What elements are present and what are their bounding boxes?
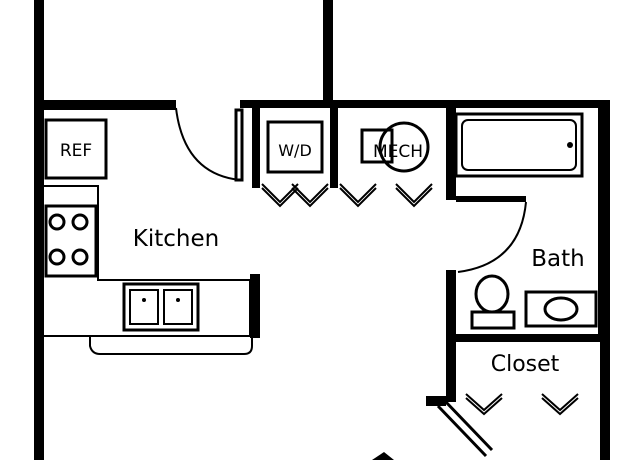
burner-icon (71, 248, 89, 266)
lavatory-sink-icon (543, 296, 579, 322)
wall-mid-horizontal-left (34, 100, 176, 110)
mech-closet: MECH (339, 108, 454, 208)
bathtub (454, 112, 584, 178)
mech-bifold-door (339, 187, 433, 208)
washer-dryer (266, 120, 324, 174)
wall-left-upper (34, 0, 44, 104)
wall-right-lower (600, 340, 610, 460)
bathroom: Bath (446, 108, 606, 346)
double-sink (122, 282, 200, 332)
burner-icon (71, 213, 89, 231)
toilet-tank (470, 310, 516, 330)
closet-bifold-door-inner (465, 393, 579, 412)
drain-icon (142, 298, 146, 302)
closet-bifold-door (465, 397, 579, 416)
bathtub-basin (461, 119, 577, 171)
bath-label: Bath (531, 246, 584, 272)
sink-bowl (163, 289, 193, 325)
mech-label: MECH (373, 142, 423, 162)
washer-dryer-closet: W/D (252, 108, 338, 208)
bath-door-leaf (456, 196, 526, 202)
closet: Closet (372, 340, 579, 460)
wd-wall-right (330, 108, 338, 188)
toilet-bowl-icon (474, 274, 510, 314)
vanity (524, 290, 598, 328)
closet-wall-left (446, 340, 456, 402)
wall-mid-horizontal-right (240, 100, 610, 108)
burner-icon (48, 248, 66, 266)
bath-wall-left-upper (446, 108, 456, 200)
water-heater-icon (378, 121, 430, 173)
closet-wall-bottom-stub (426, 396, 446, 406)
kitchen-bar-overhang (89, 336, 253, 355)
entry-door-wedge (372, 452, 394, 460)
refrigerator (44, 118, 108, 180)
kitchen-counter-outline (44, 185, 251, 337)
kitchen: REF Kitchen (44, 107, 260, 355)
wd-bifold-door (261, 187, 329, 208)
bath-door-swing (457, 201, 527, 273)
bath-wall-left-lower (446, 270, 456, 346)
wall-right-bath (598, 100, 610, 340)
wd-bifold-door-inner (261, 183, 329, 204)
upper-rooms (34, 0, 610, 110)
kitchen-label: Kitchen (133, 226, 219, 252)
mech-bifold-door-inner (339, 183, 433, 204)
sink-bowl (129, 289, 159, 325)
burner-icon (48, 213, 66, 231)
entry-door-leaf (436, 404, 488, 458)
kitchen-door-swing (175, 107, 241, 181)
drain-icon (176, 298, 180, 302)
entry-door-leaf-inner (442, 398, 494, 452)
wd-wall-left (252, 108, 260, 188)
wd-label: W/D (278, 141, 312, 160)
wall-left (34, 100, 44, 460)
bath-wall-bottom (456, 334, 606, 342)
exterior-walls (34, 100, 610, 460)
wall-divider-upper (323, 0, 333, 102)
tub-drain-icon (567, 142, 573, 148)
closet-label: Closet (491, 352, 560, 377)
kitchen-door-leaf (234, 108, 244, 182)
range-cooktop (44, 204, 98, 278)
ref-label: REF (60, 141, 92, 161)
kitchen-bar-wall (250, 274, 260, 338)
mech-unit (360, 128, 394, 164)
